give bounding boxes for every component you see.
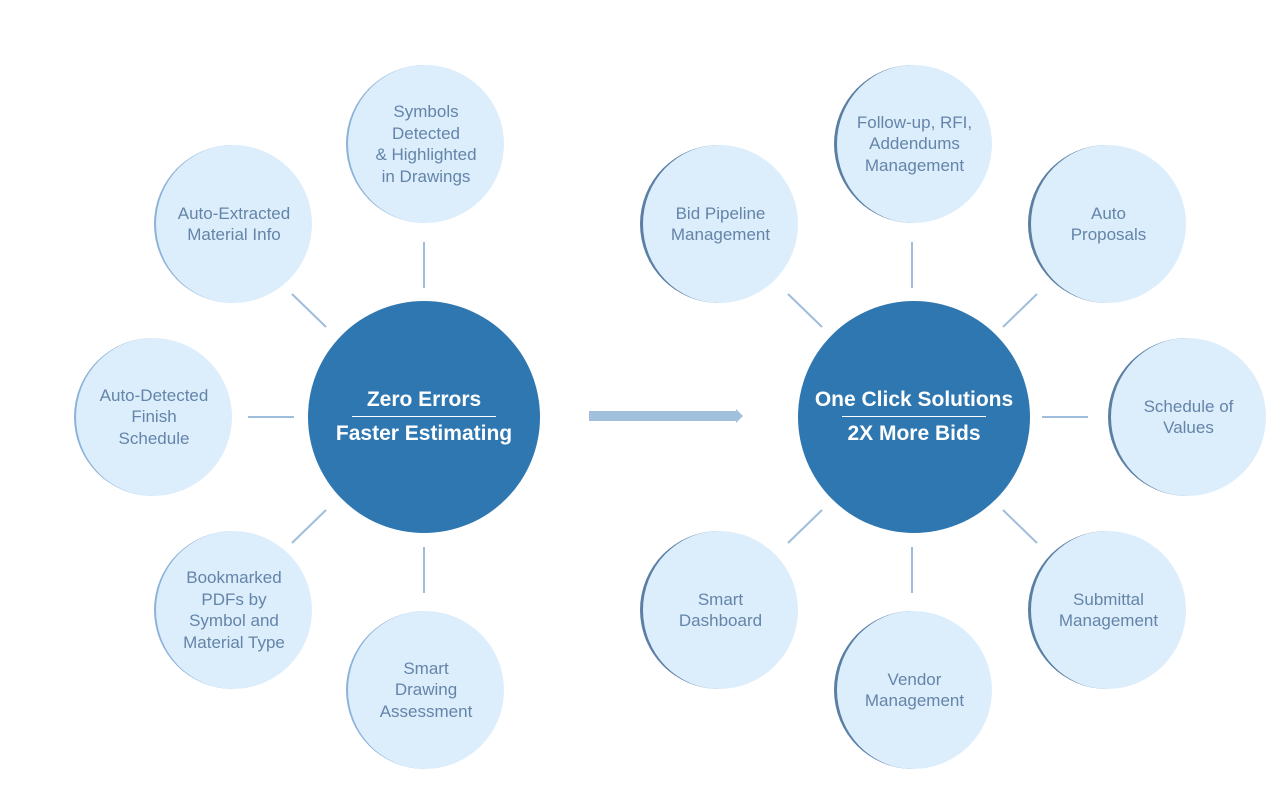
hub-title: One Click Solutions	[814, 388, 1014, 411]
hub-title: Zero Errors	[366, 388, 482, 411]
satellite-bookmarked-pdfs: Bookmarked PDFs by Symbol and Material T…	[154, 531, 312, 689]
connector-right-upper-right	[1002, 293, 1038, 328]
satellite-smart-drawing-assessment: Smart Drawing Assessment	[346, 611, 504, 769]
satellite-label: Auto-Extracted Material Info	[177, 203, 291, 245]
satellite-bid-pipeline: Bid Pipeline Management	[640, 145, 798, 303]
connector-right-lower-left	[787, 509, 823, 544]
satellite-follow-up-rfi: Follow-up, RFI, Addendums Management	[834, 65, 992, 223]
satellite-schedule-of-values: Schedule of Values	[1108, 338, 1266, 496]
satellite-auto-detected-finish: Auto-Detected Finish Schedule	[74, 338, 232, 496]
connector-right-upper-left	[787, 293, 823, 328]
hub-divider	[842, 416, 986, 417]
satellite-label: Follow-up, RFI, Addendums Management	[856, 112, 973, 175]
satellite-label: Auto-Detected Finish Schedule	[99, 385, 209, 448]
satellite-smart-dashboard: Smart Dashboard	[640, 531, 798, 689]
satellite-submittal-management: Submittal Management	[1028, 531, 1186, 689]
connector-right-lower-right	[1002, 509, 1038, 544]
satellite-label: Smart Dashboard	[678, 589, 763, 631]
satellite-label: Bookmarked PDFs by Symbol and Material T…	[183, 568, 285, 652]
satellite-label: Symbols Detected & Highlighted in Drawin…	[375, 102, 477, 186]
satellite-label: Schedule of Values	[1143, 396, 1234, 438]
hub-divider	[352, 416, 496, 417]
satellite-auto-extracted-material: Auto-Extracted Material Info	[154, 145, 312, 303]
hub-subtitle: Faster Estimating	[335, 422, 513, 445]
hub-one-click-solutions: One Click Solutions 2X More Bids	[798, 301, 1030, 533]
satellite-label: Vendor Management	[864, 669, 965, 711]
satellite-label: Smart Drawing Assessment	[379, 658, 473, 721]
arrow-right-icon	[589, 409, 743, 423]
satellite-label: Bid Pipeline Management	[670, 203, 771, 245]
satellite-vendor-management: Vendor Management	[834, 611, 992, 769]
connector-left-upper-left	[291, 293, 327, 328]
satellite-label: Submittal Management	[1058, 589, 1159, 631]
hub-subtitle: 2X More Bids	[847, 422, 981, 445]
hub-zero-errors: Zero Errors Faster Estimating	[308, 301, 540, 533]
satellite-label: Auto Proposals	[1070, 203, 1147, 245]
connector-left-lower-left	[291, 509, 327, 544]
satellite-symbols-detected: Symbols Detected & Highlighted in Drawin…	[346, 65, 504, 223]
satellite-auto-proposals: Auto Proposals	[1028, 145, 1186, 303]
